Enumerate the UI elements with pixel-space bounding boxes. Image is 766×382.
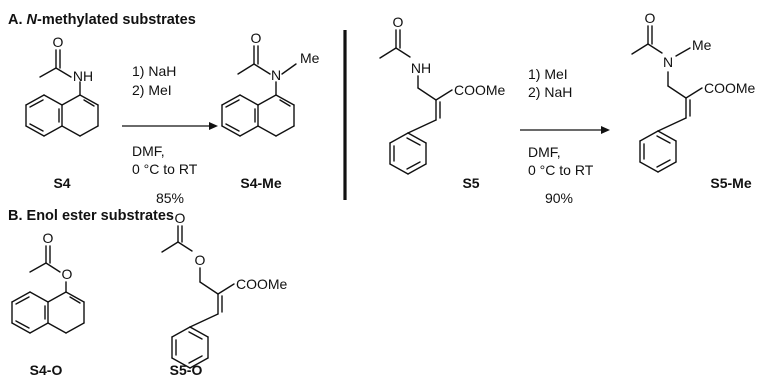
molecule-s4: O NH [25, 34, 99, 137]
condition-2-1: 1) MeI [528, 66, 568, 82]
svg-text:O: O [251, 30, 262, 46]
condition-1-4: 0 °C to RT [132, 161, 198, 177]
svg-text:O: O [175, 210, 186, 226]
molecule-s5-me: O N Me COOMe [631, 10, 756, 173]
svg-text:O: O [645, 10, 656, 26]
label-s4-me: S4-Me [240, 175, 281, 191]
condition-1-1: 1) NaH [132, 63, 176, 79]
yield-2: 90% [545, 190, 573, 206]
svg-text:Me: Me [300, 50, 320, 66]
label-s5: S5 [462, 175, 479, 191]
section-b-title: B. Enol ester substrates [8, 208, 174, 224]
reaction-arrow-1 [122, 122, 218, 130]
label-s4: S4 [53, 175, 70, 191]
svg-text:O: O [43, 230, 54, 246]
svg-text:N: N [271, 67, 281, 83]
molecule-s5-o: O O COOMe [161, 210, 288, 369]
svg-text:NH: NH [73, 68, 93, 84]
label-s5-o: S5-O [170, 362, 203, 378]
svg-text:COOMe: COOMe [704, 80, 756, 96]
label-s5-me: S5-Me [710, 175, 751, 191]
svg-text:O: O [62, 266, 73, 282]
svg-text:O: O [393, 14, 404, 30]
condition-2-4: 0 °C to RT [528, 162, 594, 178]
condition-2-2: 2) NaH [528, 84, 572, 100]
molecule-s4-me: O N Me [221, 30, 320, 137]
condition-1-2: 2) MeI [132, 82, 172, 98]
section-a-title: A. N-methylated substrates [8, 12, 196, 28]
svg-text:O: O [53, 34, 64, 50]
svg-text:COOMe: COOMe [236, 276, 288, 292]
svg-text:NH: NH [411, 60, 431, 76]
molecule-s5: O NH COOMe [379, 14, 506, 175]
label-s4-o: S4-O [30, 362, 63, 378]
yield-1: 85% [156, 190, 184, 206]
reaction-arrow-2 [520, 126, 610, 134]
condition-2-3: DMF, [528, 144, 561, 160]
condition-1-3: DMF, [132, 143, 165, 159]
svg-text:O: O [195, 252, 206, 268]
svg-text:N: N [663, 54, 673, 70]
svg-text:COOMe: COOMe [454, 82, 506, 98]
molecule-s4-o: O O [11, 230, 85, 334]
svg-text:Me: Me [692, 37, 712, 53]
